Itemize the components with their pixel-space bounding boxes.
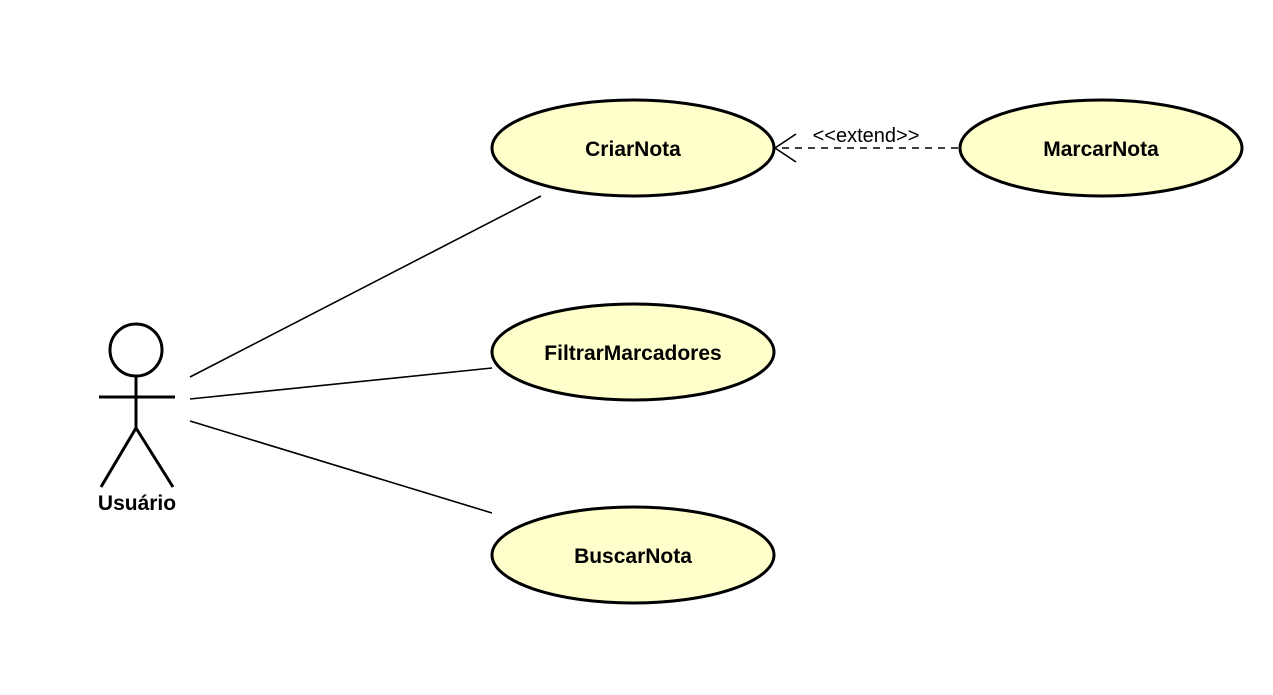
actor-usuario[interactable]: Usuário [98,322,176,515]
use-case-criar-nota[interactable]: CriarNota [490,98,776,198]
actor-name-label: Usuário [98,492,176,515]
use-case-marcar-nota[interactable]: MarcarNota [958,98,1244,198]
use-case-marcar-nota-label: MarcarNota [1043,138,1159,161]
actor-head [108,322,164,378]
association-criar-nota [189,195,542,378]
use-case-criar-nota-label: CriarNota [585,138,681,161]
actor-right-leg [134,427,175,488]
extend-stereotype-label: <<extend>> [813,125,920,147]
use-case-buscar-nota[interactable]: BuscarNota [490,505,776,605]
use-case-buscar-nota-shape [490,505,776,605]
association-filtrar-marcadores [189,367,493,400]
use-case-filtrar-marcadores-label: FiltrarMarcadores [544,342,721,365]
association-buscar-nota [189,420,493,514]
use-case-marcar-nota-shape [958,98,1244,198]
use-case-filtrar-marcadores[interactable]: FiltrarMarcadores [490,302,776,402]
use-case-buscar-nota-label: BuscarNota [574,545,692,568]
actor-left-leg [99,427,138,488]
use-case-filtrar-marcadores-shape [490,302,776,402]
use-case-criar-nota-shape [490,98,776,198]
